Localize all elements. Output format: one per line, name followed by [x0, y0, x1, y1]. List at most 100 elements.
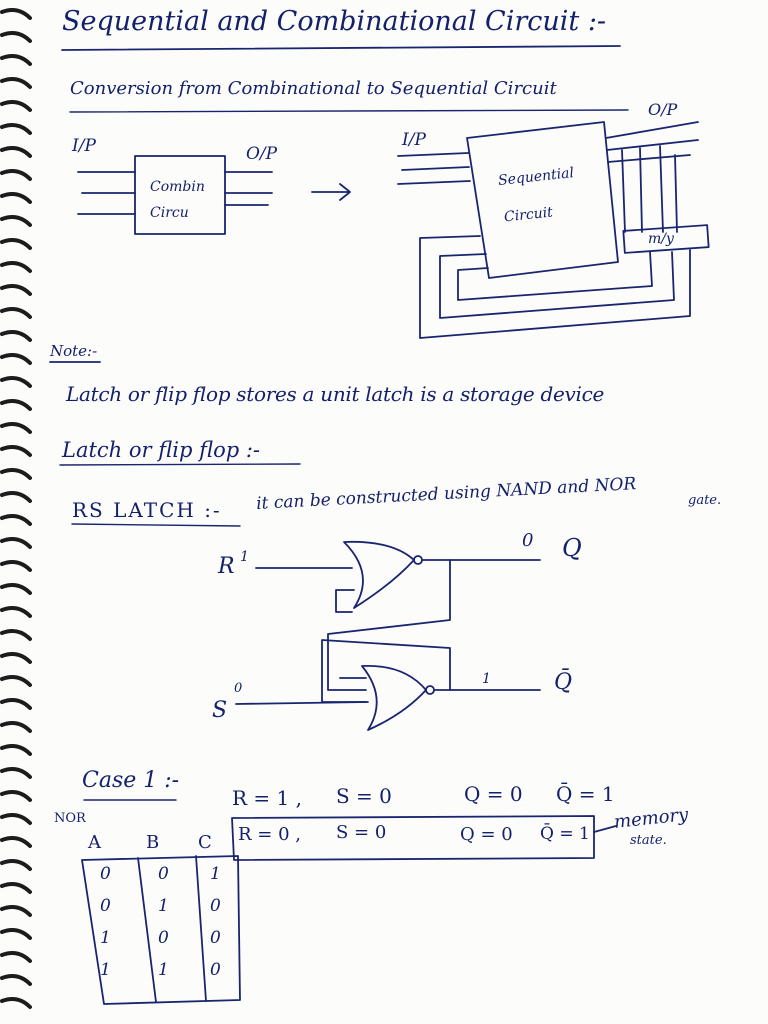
- memory-state-line2: state.: [630, 833, 667, 848]
- nor-table-cell: 1: [100, 960, 111, 980]
- s-input-value: 0: [234, 681, 243, 696]
- spiral-ring: [0, 652, 32, 664]
- rs-latch-circuit: [235, 540, 541, 731]
- spiral-ring: [0, 146, 32, 158]
- spiral-ring: [0, 100, 32, 112]
- spiral-ring: [0, 606, 32, 618]
- case1-line2-q: Q = 0: [460, 824, 513, 845]
- spiral-ring: [0, 859, 32, 871]
- sequential-diagram: [397, 121, 710, 339]
- spiral-ring: [0, 8, 32, 20]
- feedback-q: [327, 559, 451, 691]
- seq-output-drops: [621, 145, 678, 233]
- spiral-ring: [0, 698, 32, 710]
- spiral-binding: [0, 8, 32, 1009]
- case1-line1-s: S = 0: [336, 784, 392, 808]
- nor-table-cell: 0: [158, 928, 169, 948]
- seq-output-label: O/P: [648, 100, 678, 119]
- case1-line1-qbar: Q̄ = 1: [556, 782, 615, 806]
- spiral-ring: [0, 836, 32, 848]
- memory-label: m/y: [648, 231, 674, 247]
- qbar-output-value: 1: [482, 671, 491, 687]
- nor-table-cell: 1: [158, 960, 169, 980]
- nor-table-col1: [137, 857, 157, 1003]
- spiral-ring: [0, 491, 32, 503]
- spiral-ring: [0, 721, 32, 733]
- latch-underline: [59, 463, 301, 466]
- comb-input-label: I/P: [72, 136, 96, 156]
- spiral-ring: [0, 583, 32, 595]
- r-input-label: R: [218, 554, 235, 579]
- conversion-arrow: [311, 183, 351, 201]
- memory-state-box: [231, 815, 595, 861]
- spiral-ring: [0, 629, 32, 641]
- seq-output-lines: [605, 121, 699, 163]
- comb-output-lines: [224, 171, 273, 206]
- nor-table-cell: 0: [210, 896, 221, 916]
- page-subtitle: Conversion from Combinational to Sequent…: [70, 78, 557, 99]
- feedback-loop-inner: [457, 251, 653, 301]
- spiral-ring: [0, 468, 32, 480]
- spiral-ring: [0, 951, 32, 963]
- rs-latch-label: RS LATCH :-: [72, 498, 222, 522]
- note-line2: Latch or flip flop :-: [62, 438, 261, 462]
- nor-table-header: A: [88, 832, 101, 853]
- r-input-value: 1: [240, 549, 249, 565]
- nor-table-cell: 0: [100, 896, 111, 916]
- nor-table-cell: 0: [158, 864, 169, 884]
- spiral-ring: [0, 284, 32, 296]
- feedback-qbar: [321, 639, 451, 703]
- feedback-loop-middle: [439, 251, 675, 319]
- upper-gate-second-input: [335, 589, 355, 613]
- case1-line1-q: Q = 0: [464, 782, 523, 806]
- spiral-ring: [0, 376, 32, 388]
- spiral-ring: [0, 169, 32, 181]
- spiral-ring: [0, 238, 32, 250]
- sequential-box: [466, 121, 619, 279]
- nor-table-outline: [81, 855, 241, 1005]
- note-label: Note:-: [50, 342, 98, 360]
- memory-arrow: [593, 825, 617, 833]
- spiral-ring: [0, 31, 32, 43]
- spiral-ring: [0, 744, 32, 756]
- spiral-ring: [0, 882, 32, 894]
- nor-table-cell: 0: [210, 928, 221, 948]
- nor-table-title: NOR: [54, 811, 86, 826]
- spiral-ring: [0, 813, 32, 825]
- rs-latch-text-end: gate.: [688, 493, 722, 508]
- lower-nor-gate: [361, 665, 427, 731]
- spiral-ring: [0, 790, 32, 802]
- spiral-ring: [0, 928, 32, 940]
- case1-label: Case 1 :-: [82, 768, 180, 793]
- spiral-ring: [0, 215, 32, 227]
- note-line1: Latch or flip flop stores a unit latch i…: [66, 382, 605, 406]
- seq-input-lines: [397, 152, 471, 185]
- spiral-ring: [0, 54, 32, 66]
- spiral-ring: [0, 261, 32, 273]
- spiral-ring: [0, 905, 32, 917]
- spiral-ring: [0, 997, 32, 1009]
- spiral-ring: [0, 537, 32, 549]
- case1-line2-qbar: Q̄ = 1: [540, 824, 590, 844]
- spiral-ring: [0, 767, 32, 779]
- case1-line2-s: S = 0: [336, 822, 387, 843]
- s-input-line: [235, 701, 369, 705]
- upper-nor-gate: [343, 540, 415, 609]
- comb-box-line2: Circu: [150, 205, 189, 221]
- nor-table-cell: 1: [100, 928, 111, 948]
- spiral-ring: [0, 330, 32, 342]
- s-input-label: S: [212, 698, 228, 723]
- rs-latch-underline: [71, 523, 241, 527]
- spiral-ring: [0, 560, 32, 572]
- spiral-ring: [0, 974, 32, 986]
- spiral-ring: [0, 77, 32, 89]
- spiral-ring: [0, 192, 32, 204]
- nor-table-header: C: [198, 832, 212, 853]
- nor-table-header: B: [146, 832, 160, 853]
- comb-output-label: O/P: [246, 144, 278, 164]
- q-output-label: Q: [562, 534, 582, 562]
- spiral-ring: [0, 399, 32, 411]
- page-title: Sequential and Combinational Circuit :-: [62, 6, 607, 37]
